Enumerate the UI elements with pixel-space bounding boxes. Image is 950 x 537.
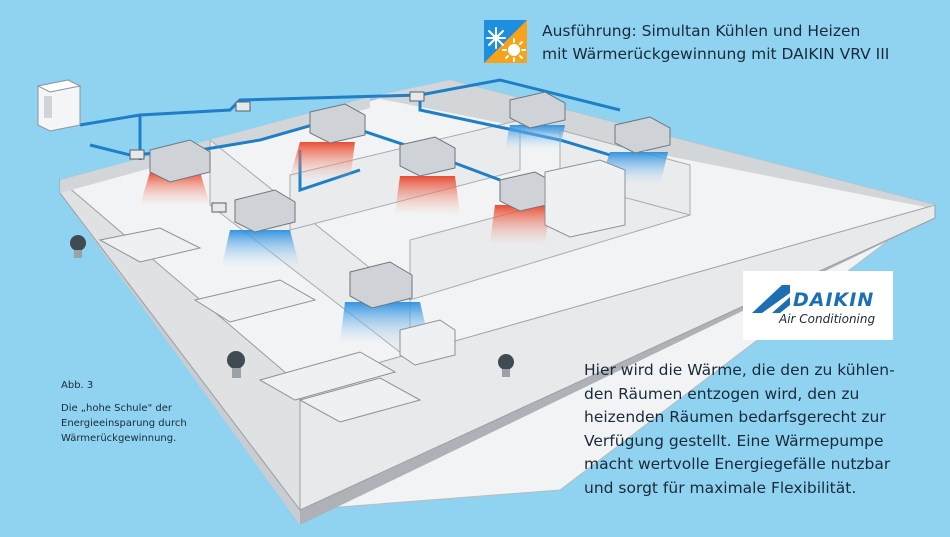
plant-pots [74, 250, 510, 378]
title-line-2: mit Wärmerückgewinnung mit DAIKIN VRV II… [542, 45, 890, 63]
figure-label: Abb. 3 [61, 380, 94, 391]
caption-line: Wärmerückgewinnung. [61, 433, 177, 444]
branch-boxes [129, 91, 425, 213]
title-line-1: Ausführung: Simultan Kühlen und Heizen [542, 22, 861, 40]
caption-line: Die „hohe Schule" der [61, 403, 172, 414]
outdoor-unit [36, 79, 82, 132]
indoor-units [149, 91, 671, 309]
furniture [98, 159, 626, 423]
heating-streams [140, 142, 550, 245]
daikin-logo-mark-icon [752, 285, 790, 313]
description-line: Verfügung gestellt. Eine Wärmepumpe [584, 431, 884, 450]
logo-brand: DAIKIN [793, 289, 875, 311]
description-line: und sorgt für maximale Flexibilität. [584, 478, 857, 497]
logo-subtitle: Air Conditioning [779, 312, 876, 326]
figure-caption: Die „hohe Schule" der Energieeinsparung … [61, 401, 187, 446]
description-line: macht wertvolle Energiegefälle nutzbar [584, 455, 891, 473]
description-text: Hier wird die Wärme, die den zu kühlen- … [584, 359, 914, 500]
description-line: Hier wird die Wärme, die den zu kühlen- [584, 361, 895, 379]
description-line: heizenden Räumen bedarfsgerecht zur [584, 408, 886, 426]
description-line: den Räumen entzogen wird, den zu [584, 384, 860, 403]
plants [70, 235, 514, 370]
page-title: Ausführung: Simultan Kühlen und Heizen m… [542, 20, 889, 66]
caption-line: Energieeinsparung durch [61, 418, 187, 429]
snowflake-sun-icon [484, 20, 527, 63]
